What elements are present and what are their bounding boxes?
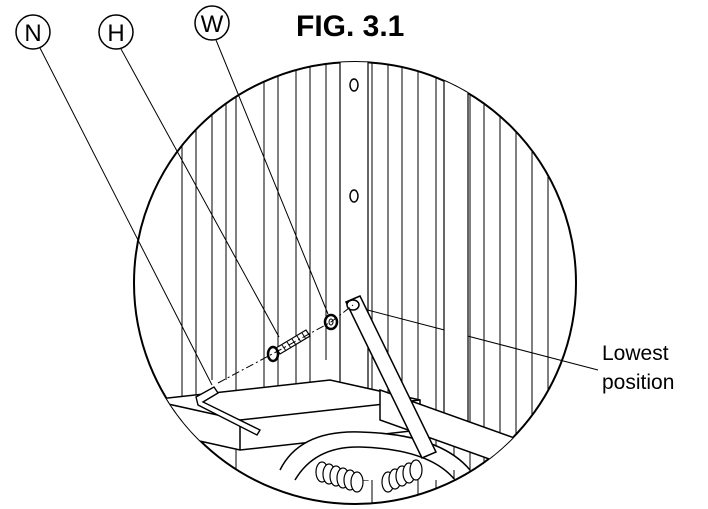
tension-spring-left xyxy=(315,461,364,493)
callout-n-circle xyxy=(15,14,51,50)
leader-w xyxy=(215,39,329,315)
leader-n xyxy=(39,47,213,386)
callout-h-label: H xyxy=(107,20,124,47)
callout-w-circle xyxy=(194,5,230,41)
callout-h-circle xyxy=(98,14,134,50)
callout-n: N xyxy=(15,14,51,50)
callout-n-label: N xyxy=(24,20,41,47)
post-hole-2 xyxy=(349,189,359,203)
bolt xyxy=(266,329,311,363)
note-line-2: position xyxy=(602,371,674,394)
adjustment-bar xyxy=(344,295,438,459)
note-line-1: Lowest xyxy=(602,342,669,365)
leader-lowest-position xyxy=(359,307,599,371)
detail-view xyxy=(149,62,549,504)
tension-spring-right xyxy=(381,459,423,493)
figure-title: FIG. 3.1 xyxy=(296,10,404,43)
allen-key xyxy=(195,386,261,436)
assembly-axis xyxy=(217,304,354,384)
callout-w-label: W xyxy=(201,11,224,38)
post-hole-1 xyxy=(349,78,359,92)
callout-w: W xyxy=(194,5,230,41)
leader-h xyxy=(120,48,280,338)
upright-tube xyxy=(443,62,469,441)
callout-h: H xyxy=(98,14,134,50)
